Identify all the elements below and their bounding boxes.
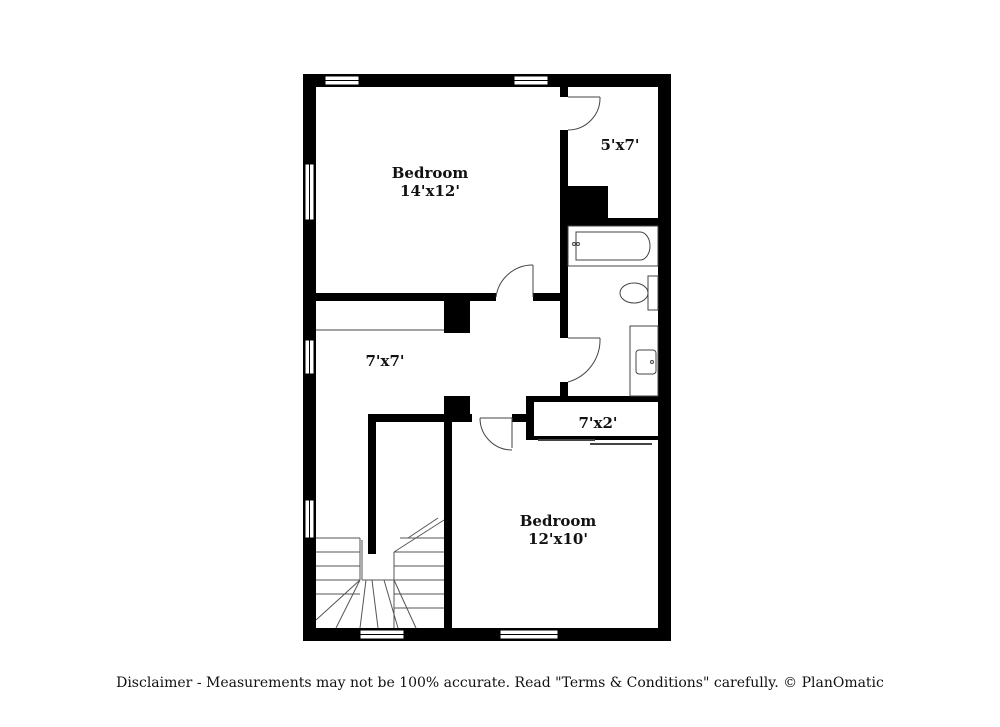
doors	[316, 96, 652, 451]
disclaimer-text: Disclaimer - Measurements may not be 100…	[116, 675, 884, 691]
interior-walls	[316, 87, 658, 628]
bedroom-bottom-name: Bedroom	[520, 512, 597, 530]
hall-size: 7'x7'	[365, 352, 404, 370]
window-lines	[309, 80, 558, 635]
bedroom-top-size: 14'x12'	[400, 182, 460, 200]
bedroom-top-name: Bedroom	[392, 164, 469, 182]
bathtub-icon	[567, 225, 659, 267]
closet-small-size: 7'x2'	[578, 414, 617, 432]
sink-icon	[629, 325, 659, 397]
closet-top-size: 5'x7'	[600, 136, 639, 154]
toilet-icon	[619, 275, 659, 311]
staircase	[315, 517, 445, 629]
outer-walls	[303, 74, 671, 641]
windows	[304, 75, 559, 640]
bedroom-bottom-size: 12'x10'	[528, 530, 588, 548]
